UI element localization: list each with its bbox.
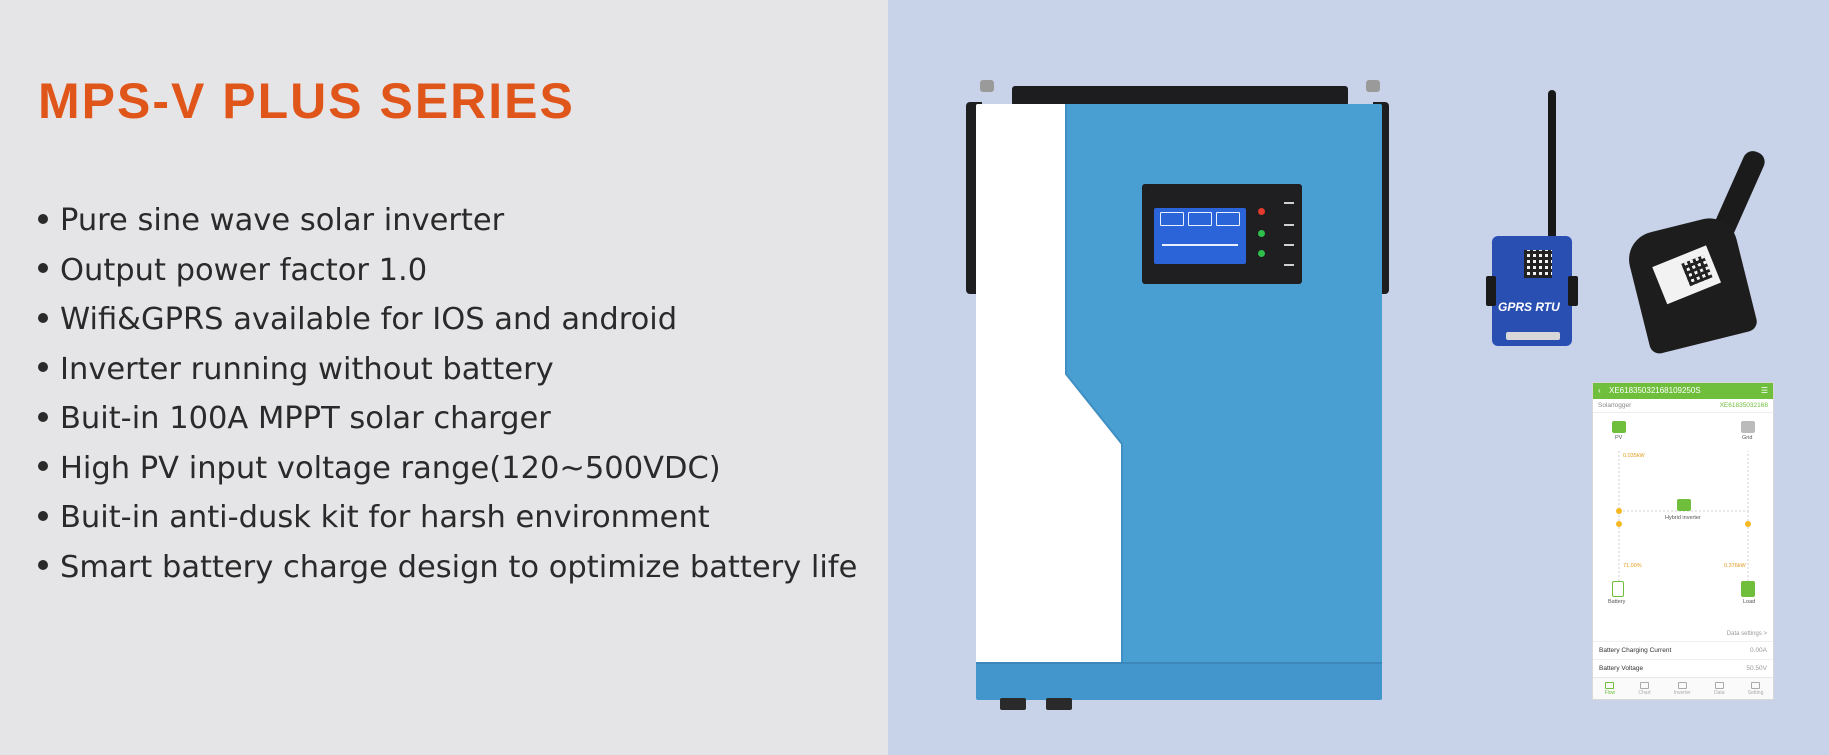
bullet-icon xyxy=(38,213,48,224)
wifi-dongle-body xyxy=(1623,212,1759,356)
bullet-icon xyxy=(38,312,48,323)
bullet-icon xyxy=(38,461,48,471)
menu-icon[interactable]: ☰ xyxy=(1760,386,1768,395)
data-row: Battery Charging Current 0.00A xyxy=(1593,641,1773,659)
feature-item: Inverter running without battery xyxy=(36,345,857,395)
bullet-icon xyxy=(38,411,48,422)
feature-item: High PV input voltage range(120~500VDC) xyxy=(36,444,857,494)
series-title: MPS-V PLUS SERIES xyxy=(38,73,575,129)
feature-item: Wifi&GPRS available for IOS and android xyxy=(36,295,857,345)
bullet-icon xyxy=(38,362,48,372)
tab-inverter[interactable]: Inverter xyxy=(1674,681,1691,696)
home-icon xyxy=(1741,581,1755,597)
bullet-icon xyxy=(38,560,48,570)
tab-data[interactable]: Data xyxy=(1714,681,1725,696)
app-header: ‹ XE61835032168109250S ☰ xyxy=(1593,383,1773,399)
fault-led-icon xyxy=(1258,208,1265,215)
inverter-white-panel xyxy=(976,104,1123,700)
flow-icon xyxy=(1605,681,1615,689)
tab-flow[interactable]: Flow xyxy=(1605,681,1615,696)
back-icon[interactable]: ‹ xyxy=(1598,386,1601,395)
solar-panel-icon xyxy=(1612,421,1626,433)
feature-item: Output power factor 1.0 xyxy=(36,246,857,296)
inverter-mount-plate xyxy=(1012,86,1348,106)
app-tab-bar: Flow Chart Inverter Data Setting xyxy=(1593,677,1773,699)
inverter-image xyxy=(966,80,1391,716)
inverter-bottom-strip xyxy=(976,662,1382,700)
feature-item: Pure sine wave solar inverter xyxy=(36,196,857,246)
data-icon xyxy=(1714,681,1724,689)
ac-led-icon xyxy=(1258,250,1265,257)
lcd-control-panel xyxy=(1142,184,1302,284)
qr-code-icon xyxy=(1681,255,1713,287)
up-button[interactable] xyxy=(1284,224,1294,230)
down-button[interactable] xyxy=(1284,244,1294,250)
screw-icon xyxy=(980,80,994,92)
esc-button[interactable] xyxy=(1284,264,1294,270)
qr-code-icon xyxy=(1524,250,1552,278)
tab-setting[interactable]: Setting xyxy=(1748,681,1763,696)
enter-button[interactable] xyxy=(1284,202,1294,208)
battery-icon xyxy=(1612,581,1624,597)
gprs-label: GPRS RTU xyxy=(1498,300,1560,314)
gprs-body: GPRS RTU xyxy=(1486,236,1578,346)
app-screenshot: ‹ XE61835032168109250S ☰ Solarlogger XE6… xyxy=(1592,382,1774,700)
bullet-icon xyxy=(38,263,48,273)
feature-item: Buit-in 100A MPPT solar charger xyxy=(36,394,857,444)
inverter-ports xyxy=(986,698,1106,712)
chart-icon xyxy=(1640,681,1649,689)
feature-list: Pure sine wave solar inverter Output pow… xyxy=(36,196,857,592)
left-panel xyxy=(0,0,888,755)
grid-tower-icon xyxy=(1741,421,1755,433)
energy-flow-diagram: PV Grid 0.035kW Hybrid inverter 71.00% 0… xyxy=(1593,413,1773,627)
wifi-dongle-image xyxy=(1623,142,1768,356)
tab-chart[interactable]: Chart xyxy=(1638,681,1651,696)
inverter-icon xyxy=(1677,499,1691,511)
data-row: Battery Voltage 50.50V xyxy=(1593,659,1773,677)
gprs-device-image: GPRS RTU xyxy=(1486,90,1578,350)
feature-item: Buit-in anti-dusk kit for harsh environm… xyxy=(36,493,857,543)
lcd-screen xyxy=(1154,208,1246,264)
data-settings-link[interactable]: Data settings > xyxy=(1726,631,1767,637)
gear-icon xyxy=(1751,681,1761,689)
inverter-body xyxy=(976,104,1382,700)
feature-item: Smart battery charge design to optimize … xyxy=(36,543,857,593)
screw-icon xyxy=(1366,80,1380,92)
app-subheader: Solarlogger XE61835032168 xyxy=(1593,399,1773,413)
inverter-icon xyxy=(1677,681,1687,689)
charge-led-icon xyxy=(1258,230,1265,237)
antenna-icon xyxy=(1548,90,1556,240)
bullet-icon xyxy=(38,510,48,521)
